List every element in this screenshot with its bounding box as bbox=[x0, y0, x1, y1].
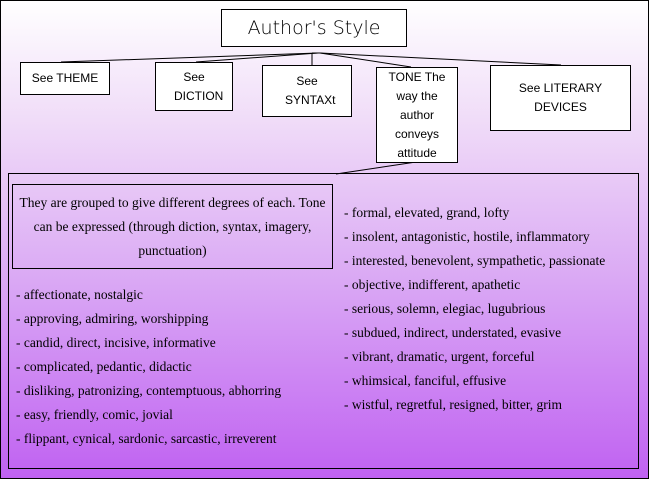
title-box: Author's Style bbox=[221, 9, 407, 47]
list-item: - approving, admiring, worshipping bbox=[16, 311, 209, 326]
list-item: - easy, friendly, comic, jovial bbox=[16, 407, 173, 422]
connector-diction bbox=[195, 52, 319, 63]
literary-devices-box: See LITERARY DEVICES bbox=[490, 65, 631, 131]
connector-tone-detail bbox=[335, 161, 417, 175]
tone-detail-box bbox=[8, 173, 639, 469]
tone-list-right: - formal, elevated, grand, lofty - insol… bbox=[344, 201, 614, 417]
diction-box: See DICTION bbox=[155, 62, 233, 111]
title-text: Author's Style bbox=[247, 16, 381, 39]
list-item: - vibrant, dramatic, urgent, forceful bbox=[344, 349, 535, 364]
list-item: - complicated, pedantic, didactic bbox=[16, 359, 192, 374]
connector-tone bbox=[319, 52, 412, 68]
diction-label: See DICTION bbox=[174, 69, 224, 103]
tone-label: TONE The way the author conveys attitude bbox=[388, 69, 446, 160]
list-item: - affectionate, nostalgic bbox=[16, 287, 143, 302]
literary-devices-label: See LITERARY DEVICES bbox=[518, 81, 603, 114]
list-item: - serious, solemn, elegiac, lugubrious bbox=[344, 301, 546, 316]
list-item: - subdued, indirect, understated, evasiv… bbox=[344, 325, 562, 340]
list-item: - objective, indifferent, apathetic bbox=[344, 277, 521, 292]
tone-box: TONE The way the author conveys attitude bbox=[376, 67, 458, 163]
list-item: - disliking, patronizing, contemptuous, … bbox=[16, 383, 282, 398]
theme-box: See THEME bbox=[20, 62, 110, 95]
list-item: - wistful, regretful, resigned, bitter, … bbox=[344, 397, 563, 412]
note-box: They are grouped to give different degre… bbox=[12, 184, 333, 269]
note-text: They are grouped to give different degre… bbox=[19, 195, 326, 258]
list-item: - interested, benevolent, sympathetic, p… bbox=[344, 253, 606, 268]
list-item: - whimsical, fanciful, effusive bbox=[344, 373, 507, 388]
theme-label: See THEME bbox=[31, 71, 99, 85]
tone-list-left: - affectionate, nostalgic - approving, a… bbox=[16, 283, 281, 451]
list-item: - flippant, cynical, sardonic, sarcastic… bbox=[16, 431, 277, 446]
list-item: - candid, direct, incisive, informative bbox=[16, 335, 216, 350]
list-item: - formal, elevated, grand, lofty bbox=[344, 205, 510, 220]
list-item: - insolent, antagonistic, hostile, infla… bbox=[344, 229, 590, 244]
syntax-box: See SYNTAXt bbox=[262, 65, 352, 117]
connector-literary bbox=[319, 52, 562, 66]
connector-theme bbox=[60, 52, 319, 63]
syntax-label: See SYNTAXt bbox=[285, 74, 336, 107]
